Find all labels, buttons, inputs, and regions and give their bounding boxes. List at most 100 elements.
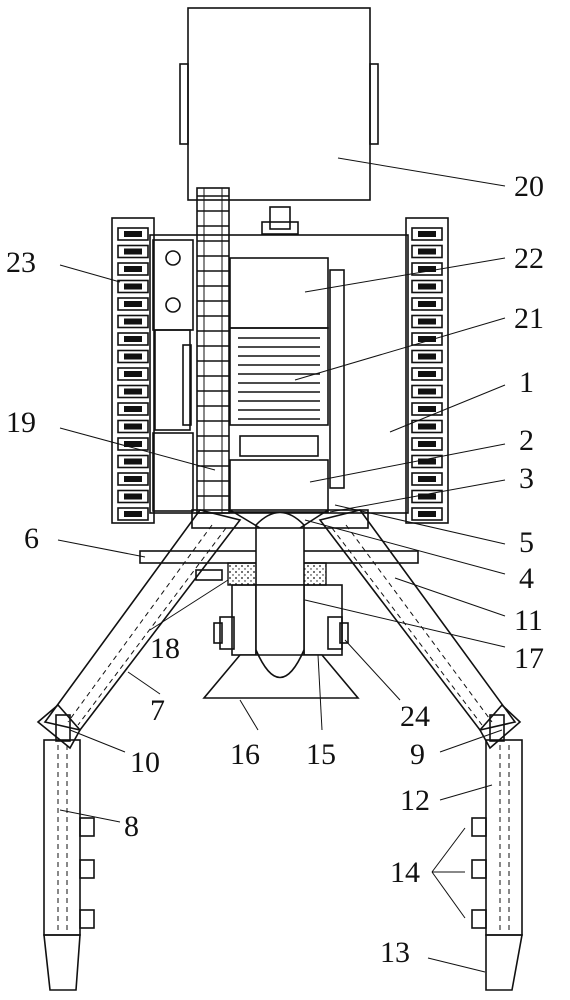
callout-9: 9 [410,738,425,771]
tread-link [117,419,149,434]
tread-pad [124,371,142,377]
chain-conveyor-19 [196,187,230,514]
callout-8: 8 [124,810,139,843]
tread-pad [418,493,436,500]
tread-pad [418,231,436,237]
tread-pad [124,423,142,430]
callout-22: 22 [514,242,544,275]
tread-pad [124,476,142,482]
callout-11: 11 [514,604,543,637]
callout-24: 24 [400,700,430,733]
tread-link [117,297,149,311]
tread-pad [418,301,436,307]
callout-10: 10 [130,746,160,779]
callout-17: 17 [514,642,544,675]
tread-pad [124,336,142,342]
left-crawler-track-23 [111,217,155,524]
tread-pad [124,458,142,465]
control-column [229,257,329,513]
tread-pad [418,371,436,377]
tread-pad [124,231,142,237]
tread-link [411,314,443,329]
tread-link [411,419,443,434]
callout-7: 7 [150,694,165,727]
tread-link [411,279,443,294]
callout-labels: 20 22 21 1 2 3 5 4 11 17 23 19 6 18 7 24… [6,170,544,969]
tread-link [411,454,443,469]
tread-link [117,279,149,294]
tread-link [117,454,149,469]
tread-pad [418,388,436,395]
left-arm-7 [36,509,242,750]
tread-link [411,402,443,416]
tread-pad [124,248,142,255]
callout-16: 16 [230,738,260,771]
callout-4: 4 [519,562,534,595]
tread-link [411,227,443,241]
tread-pad [418,476,436,482]
tread-pad [124,511,142,517]
callout-19: 19 [6,406,36,439]
callout-3: 3 [519,462,534,495]
tread-link [117,367,149,381]
tread-pad [418,353,436,360]
tread-pad [418,318,436,325]
tread-link [117,472,149,486]
tread-pad [124,441,142,447]
left-leg-8 [43,739,95,991]
tread-link [117,384,149,399]
tread-pad [124,388,142,395]
tread-pad [124,353,142,360]
tread-link [411,367,443,381]
tread-link [411,244,443,259]
tread-pad [124,493,142,500]
tread-link [411,384,443,399]
tread-pad [418,266,436,272]
tread-pad [418,511,436,517]
tread-link [117,507,149,521]
tread-link [117,402,149,416]
tread-pad [124,266,142,272]
leader-lines [57,157,506,973]
tread-link [411,349,443,364]
callout-18: 18 [150,632,180,665]
callout-20: 20 [514,170,544,203]
tread-link [117,332,149,346]
tread-link [117,314,149,329]
tread-pad [124,283,142,290]
callout-6: 6 [24,522,39,555]
tread-pad [418,406,436,412]
tread-link [117,244,149,259]
right-crawler-track [405,217,449,524]
tread-pad [418,458,436,465]
tread-link [117,227,149,241]
tread-link [411,472,443,486]
tread-pad [124,301,142,307]
callout-2: 2 [519,424,534,457]
top-container-20 [179,7,379,235]
side-knobs-24 [213,616,349,650]
tread-pad [418,441,436,447]
callout-23: 23 [6,246,36,279]
tread-link [411,297,443,311]
callout-5: 5 [519,526,534,559]
tread-pad [418,423,436,430]
tread-pad [418,248,436,255]
tread-link [117,262,149,276]
right-leg-12 [471,739,523,991]
tread-link [411,507,443,521]
tread-link [411,437,443,451]
body-struts [191,509,369,529]
tread-pad [418,336,436,342]
tread-link [117,489,149,504]
callout-1: 1 [519,366,534,399]
tread-pad [124,406,142,412]
callout-14: 14 [390,856,420,889]
callout-12: 12 [400,784,430,817]
tread-pad [418,283,436,290]
tread-link [117,349,149,364]
tread-link [411,332,443,346]
cone-base-16 [202,649,360,699]
central-tube-17 [231,511,343,675]
